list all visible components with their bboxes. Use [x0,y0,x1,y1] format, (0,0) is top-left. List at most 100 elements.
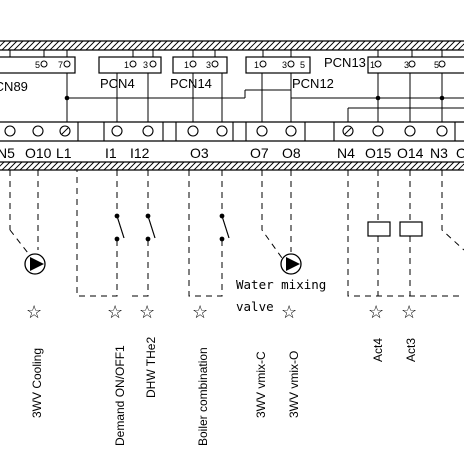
hatch-line [13,161,23,171]
hatch-line [241,40,252,51]
mixing-valve-icon [280,253,302,275]
hatch-line [199,161,209,171]
hatch-line [0,40,6,47]
label-act4: Act4 [371,338,385,362]
hatch-line [13,40,24,51]
hatch-line [139,161,149,171]
hatch-line [97,40,108,51]
water-mixing-valve-label: valve [236,299,274,314]
hatch-line [253,161,263,171]
label-3wv-vmix-o: 3WV vmix-O [287,351,301,418]
hatch-line [181,40,192,51]
hatch-line [109,161,119,171]
hatch-line [7,161,17,171]
connector-pcn13-box [367,56,464,74]
hatch-line [19,40,30,51]
hatch-line [127,161,137,171]
hatch-line [379,161,389,171]
star-icon: ☆ [401,302,417,322]
hatch-line [451,40,462,51]
hatch-line [409,40,420,51]
terminal-screw-slots [61,127,352,135]
hatch-line [133,40,144,51]
hatch-line [211,40,222,51]
hatch-line [193,40,204,51]
upper-wiring [9,50,464,122]
pcn12-pin: 3 [282,60,287,70]
hatch-line [403,161,413,171]
hatch-line [361,161,371,171]
hatch-line [337,40,348,51]
star-markers: ☆ ☆ ☆ ☆ ☆ ☆ ☆ [26,302,417,322]
hatch-line [139,40,150,51]
connector-pcn12-box [245,56,311,74]
hatch-line [367,161,377,171]
hatch-line [79,161,89,171]
hatch-line [49,161,59,171]
hatch-line [187,161,197,171]
hatch-line [175,161,185,171]
label-act3: Act3 [404,338,418,362]
connector-pcn89-box [0,56,76,74]
act4-coil [367,221,391,237]
hatch-line [457,163,464,171]
terminal-label: N4 [337,145,355,161]
hatch-line [271,161,281,171]
terminal-block-hatching [0,161,464,171]
hatch-line [145,40,156,51]
hatch-line [247,161,257,171]
hatch-line [49,40,60,51]
hatch-line [37,40,48,51]
hatch-line [349,161,359,171]
hatch-line [85,40,96,51]
hatch-line [355,40,366,51]
hatch-line [109,40,120,51]
hatch-line [331,40,342,51]
hatch-line [415,40,426,51]
hatch-line [313,40,324,51]
hatch-line [91,161,101,171]
hatch-line [433,40,444,51]
connector-label-pcn89: PCN89 [0,79,28,94]
terminal-label: O10 [25,145,52,161]
hatch-line [397,40,408,51]
hatch-line [421,161,431,171]
hatch-line [307,40,318,51]
hatch-line [343,40,354,51]
hatch-line [421,40,432,51]
hatch-line [457,43,464,51]
hatch-line [301,161,311,171]
hatch-line [103,161,113,171]
hatch-line [427,161,437,171]
terminal-label: N3 [430,145,448,161]
hatch-line [55,161,65,171]
terminal-label: O8 [282,145,301,161]
hatch-line [337,161,347,171]
hatch-line [217,40,228,51]
hatch-line [157,161,167,171]
hatch-line [43,161,53,171]
connector-label-pcn13: PCN13 [324,55,366,70]
hatch-line [25,40,36,51]
hatch-line [121,161,131,171]
hatch-line [25,161,35,171]
hatch-line [67,161,77,171]
hatch-line [385,161,395,171]
hatch-line [277,40,288,51]
hatch-line [295,40,306,51]
switch-symbols [114,213,230,242]
hatch-line [283,40,294,51]
hatch-line [229,40,240,51]
hatch-line [259,161,269,171]
hatch-line [103,40,114,51]
label-3wv-cooling: 3WV Cooling [30,348,44,418]
hatch-line [271,40,282,51]
hatch-line [265,40,276,51]
hatch-line [169,161,179,171]
hatch-line [223,161,233,171]
hatch-line [349,40,360,51]
hatch-line [325,40,336,51]
hatch-line [175,40,186,51]
terminal-screws [4,125,448,137]
